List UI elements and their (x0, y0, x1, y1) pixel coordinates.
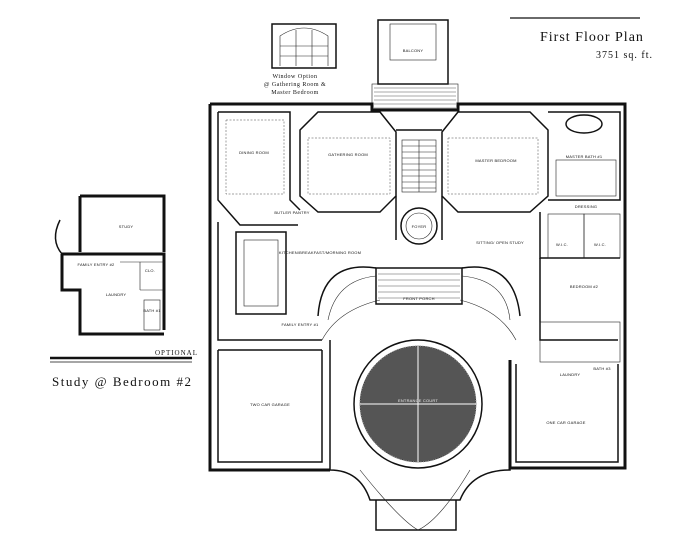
colonnade-curves (317, 266, 521, 341)
window-option-sketch (271, 23, 337, 69)
optional-label: OPTIONAL (155, 349, 198, 357)
front-porch-label: FRONT PORCH (403, 296, 434, 301)
inset-clo-label: CLO. (145, 268, 155, 273)
dining-room-label: DINING ROOM (239, 150, 269, 155)
master-bath-label: MASTER BATH #1 (566, 154, 603, 159)
main-house-walls (208, 102, 627, 360)
floor-plan-title: First Floor Plan (540, 30, 644, 45)
one-car-garage-label: ONE CAR GARAGE (546, 420, 585, 425)
study-bedroom-title: Study @ Bedroom #2 (52, 374, 193, 389)
family-entry-1-label: FAMILY ENTRY #1 (282, 322, 320, 327)
window-option-line-3: Master Bedroom (271, 90, 319, 96)
inset-study-plan (50, 194, 192, 363)
floor-plan-sqft: 3751 sq. ft. (596, 50, 653, 61)
balcony-label: BALCONY (403, 48, 424, 53)
inset-study-label: STUDY (119, 224, 134, 229)
bedroom-2-label: BEDROOM #2 (570, 284, 599, 289)
front-porch (375, 267, 463, 305)
sitting-label: SITTING/ OPEN STUDY (476, 240, 524, 245)
wic-2-label: W.I.C. (594, 242, 606, 247)
laundry-main-label: LAUNDRY (560, 372, 581, 377)
master-bedroom-label: MASTER BEDROOM (475, 158, 516, 163)
entrance-court-label: ENTRANCE COURT (398, 398, 438, 403)
window-option-caption: Window Option @ Gathering Room & Master … (250, 73, 340, 97)
two-car-garage-label: TWO CAR GARAGE (250, 402, 290, 407)
bath-3-label: BATH #3 (593, 366, 611, 371)
butler-pantry-label: BUTLER PANTRY (274, 210, 309, 215)
window-option-line-2: @ Gathering Room & (263, 82, 327, 88)
balcony: BALCONY (371, 19, 459, 111)
dressing-label: DRESSING (575, 204, 598, 209)
wic-1-label: W.I.C. (556, 242, 568, 247)
inset-family-entry-label: FAMILY ENTRY #2 (78, 262, 116, 267)
gathering-room-label: GATHERING ROOM (328, 152, 368, 157)
foyer-label: FOYER (412, 224, 427, 229)
entrance-court (329, 339, 511, 531)
inset-bath-label: BATH #1 (143, 308, 161, 313)
window-option-line-1: Window Option (272, 74, 318, 80)
inset-laundry-label: LAUNDRY (106, 292, 127, 297)
kitchen-label: KITCHEN/BREAKFAST/MORNING ROOM (279, 250, 361, 255)
